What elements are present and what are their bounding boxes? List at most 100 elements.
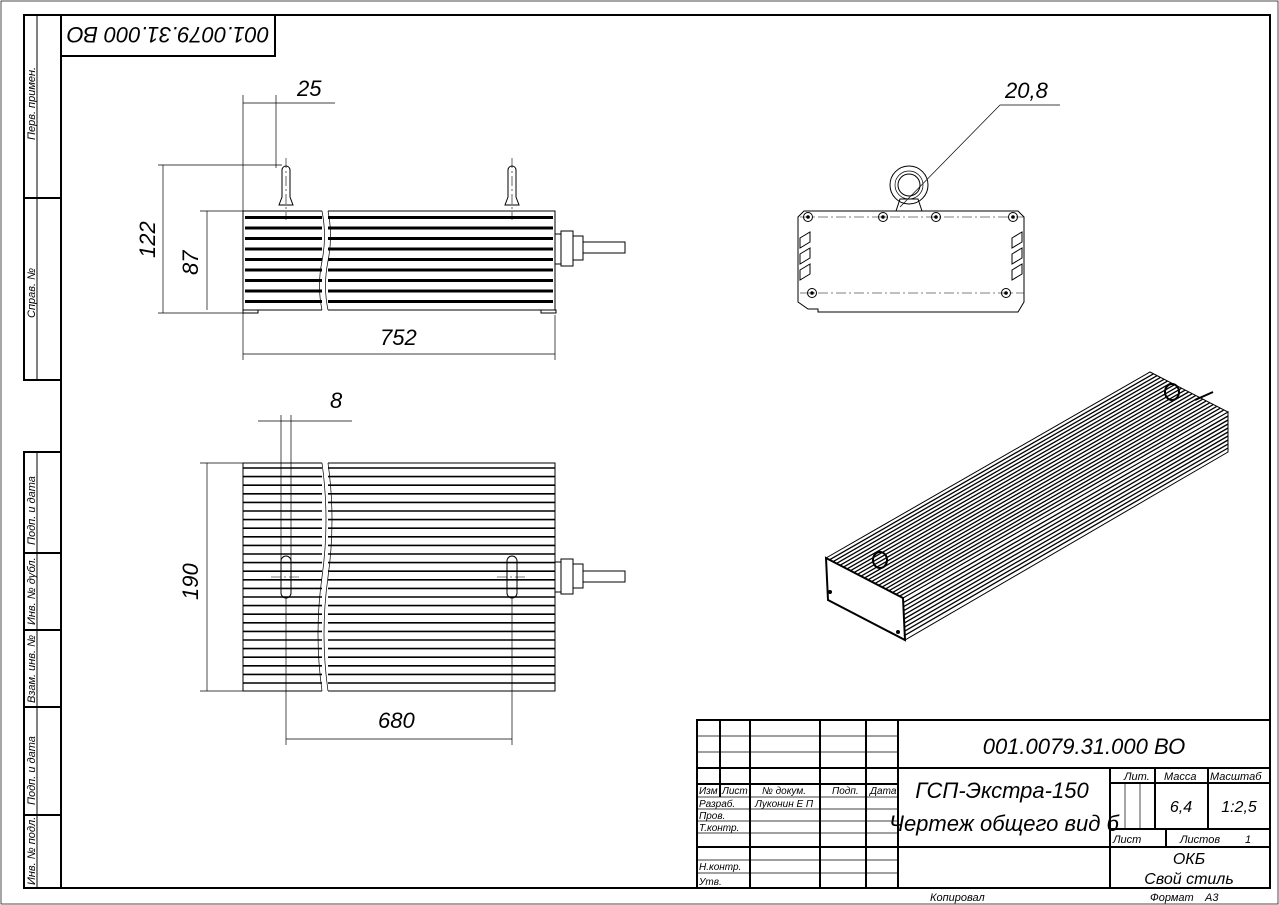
- heatsink-rib: [860, 389, 1186, 577]
- heatsink-rib: [836, 376, 1161, 565]
- heatsink-rib: [871, 395, 1196, 583]
- format-value: А3: [1204, 892, 1219, 904]
- heatsink-rib: [245, 300, 553, 303]
- mounting-hole-center: [806, 215, 810, 219]
- title-block: 001.0079.31.000 ВО ГСП-Экстра-150 Чертеж…: [696, 719, 1271, 904]
- label-sprav-no: Справ. №: [26, 268, 38, 318]
- heatsink-rib: [867, 393, 1193, 581]
- label-podp-data-1: Подп. и дата: [26, 476, 38, 545]
- heatsink-rib: [839, 378, 1165, 566]
- label-perv-primen: Перв. примен.: [26, 67, 38, 140]
- heatsink-rib: [850, 384, 1175, 572]
- mounting-hole: [931, 212, 941, 222]
- heatsink-rib: [245, 216, 553, 219]
- role-tkontr: Т.контр.: [699, 823, 739, 834]
- mounting-hole-center: [881, 215, 885, 219]
- hdr-podp: Подп.: [832, 786, 859, 797]
- lit-label: Лит.: [1123, 771, 1150, 783]
- heatsink-rib: [843, 380, 1168, 568]
- heatsink-rib: [245, 237, 553, 240]
- heatsink-rib: [846, 382, 1172, 570]
- role-nkontr: Н.контр.: [699, 862, 741, 873]
- masshtab-value: 1:2,5: [1221, 799, 1257, 816]
- dim-87: 87: [178, 250, 203, 275]
- format-label: Формат: [1150, 892, 1194, 904]
- heatsink-rib: [853, 385, 1179, 574]
- heatsink-rib: [885, 402, 1210, 590]
- heatsink-rib: [245, 258, 553, 261]
- dim-25: 25: [296, 76, 322, 101]
- mounting-hole: [1001, 288, 1011, 298]
- label-vzam-inv: Взам. инв. №: [26, 635, 38, 703]
- mounting-hole: [803, 212, 813, 222]
- heatsink-rib: [892, 405, 1217, 594]
- mounting-hole-center: [810, 291, 814, 295]
- heatsink-rib: [829, 373, 1154, 561]
- heatsink-rib: [903, 419, 1229, 607]
- label-podp-data-2: Подп. и дата: [26, 736, 38, 805]
- label-inv-dubl: Инв. № дубл.: [26, 557, 38, 625]
- heatsink-rib: [245, 226, 553, 230]
- top-view: 8 190 680: [178, 388, 626, 745]
- isometric-view: [824, 371, 1230, 642]
- heatsink-rib: [864, 391, 1189, 579]
- heatsink-rib: [903, 439, 1229, 628]
- heatsink-rib: [245, 268, 553, 272]
- label-inv-podl: Инв. № подл.: [26, 817, 38, 885]
- dim-752: 752: [380, 325, 417, 350]
- massa-label: Масса: [1164, 771, 1197, 783]
- heatsink-rib: [903, 427, 1229, 616]
- developer-name: Луконин Е П: [754, 799, 814, 810]
- dim-190: 190: [178, 563, 203, 600]
- dim-680: 680: [378, 708, 415, 733]
- side-view: 20,8: [797, 78, 1060, 313]
- heatsink-rib: [903, 431, 1229, 620]
- heatsink-rib: [832, 375, 1158, 563]
- hdr-izm: Изм: [699, 786, 718, 797]
- mounting-hole-center: [934, 215, 938, 219]
- heatsink-rib: [903, 423, 1229, 612]
- mounting-hole: [878, 212, 888, 222]
- heatsink-rib: [903, 435, 1229, 624]
- mounting-hole: [1008, 212, 1018, 222]
- rotated-stamp: 001.0079.31.000 ВО: [60, 14, 276, 57]
- heatsink-rib: [245, 279, 553, 282]
- heatsink-rib: [895, 407, 1221, 595]
- tb-designation: 001.0079.31.000 ВО: [983, 734, 1186, 759]
- listov-value: 1: [1245, 834, 1251, 846]
- mounting-hole-center: [1004, 291, 1008, 295]
- left-strip: Перв. примен. Справ. № Подп. и дата Инв.…: [23, 14, 62, 889]
- listov-label: Листов: [1179, 834, 1220, 846]
- role-prov: Пров.: [699, 811, 725, 822]
- heatsink-rib: [888, 404, 1214, 592]
- hdr-doc-no: № докум.: [762, 786, 806, 797]
- heatsink-rib: [903, 415, 1229, 603]
- tb-name-line1: ГСП-Экстра-150: [915, 778, 1089, 803]
- dim-8: 8: [330, 388, 343, 413]
- front-view: 25 122 87 752: [135, 76, 626, 360]
- dim-122: 122: [135, 221, 160, 258]
- heatsink-rib: [903, 447, 1229, 637]
- masshtab-label: Масштаб: [1210, 771, 1262, 783]
- mounting-hole: [807, 288, 817, 298]
- heatsink-rib: [245, 289, 553, 293]
- dim-20-8: 20,8: [1004, 78, 1049, 103]
- heatsink-rib: [881, 400, 1207, 588]
- heatsink-rib: [874, 396, 1200, 585]
- stamp-designation: 001.0079.31.000 ВО: [67, 22, 270, 47]
- hdr-data: Дата: [869, 786, 897, 797]
- massa-value: 6,4: [1170, 799, 1192, 816]
- heatsink-rib: [245, 247, 553, 251]
- heatsink-rib: [903, 443, 1229, 633]
- hdr-list: Лист: [721, 786, 748, 797]
- heatsink-rib: [857, 387, 1182, 575]
- kopiroval-label: Копировал: [930, 892, 985, 904]
- org-line1: ОКБ: [1173, 851, 1205, 868]
- role-razrab: Разраб.: [699, 798, 735, 810]
- mounting-hole-center: [1011, 215, 1015, 219]
- list-label: Лист: [1112, 834, 1141, 846]
- role-utv: Утв.: [698, 877, 722, 888]
- tb-name-line2: Чертеж общего вид б: [889, 811, 1120, 836]
